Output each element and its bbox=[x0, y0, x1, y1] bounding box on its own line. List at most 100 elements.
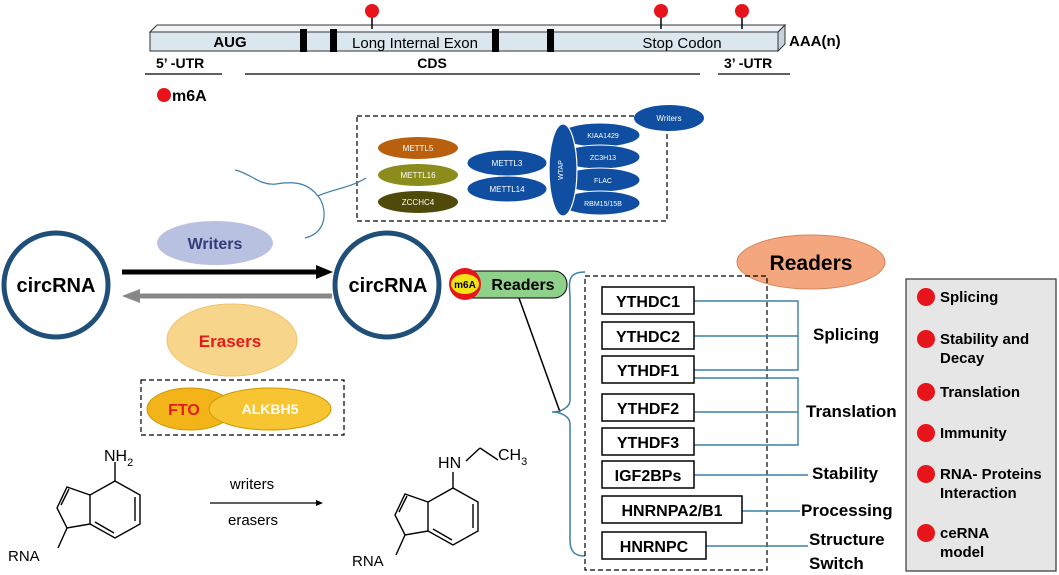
exon-boundary bbox=[547, 29, 554, 52]
mettl5-oval bbox=[378, 137, 458, 159]
writing-arrow-head bbox=[316, 265, 333, 279]
mettl5-label: METTL5 bbox=[403, 144, 434, 153]
utr5-label: 5’ -UTR bbox=[156, 55, 204, 71]
function-label: RNA- Proteins bbox=[940, 466, 1042, 483]
reader-label: YTHDF2 bbox=[617, 401, 679, 418]
readers-pointer bbox=[518, 297, 561, 413]
function-label: Splicing bbox=[940, 289, 998, 306]
reader-box bbox=[601, 460, 695, 489]
reader-box bbox=[601, 355, 695, 384]
erasers-oval bbox=[166, 303, 298, 377]
rna-right-label: RNA bbox=[352, 553, 384, 570]
m6a-site-dot bbox=[654, 4, 668, 18]
functions-panel-box bbox=[905, 278, 1057, 572]
stop-codon-label: Stop Codon bbox=[642, 35, 721, 52]
reader-label: IGF2BPs bbox=[615, 468, 682, 485]
wtap-oval bbox=[548, 123, 578, 217]
adenine-methylation-reaction: NH2 RNA writers erasers HN CH3 RNA bbox=[8, 447, 527, 570]
m6a-tag-core bbox=[451, 274, 479, 294]
readers-header-oval bbox=[736, 234, 886, 290]
erasing-arrow-head bbox=[122, 289, 140, 303]
reader-label: YTHDC2 bbox=[616, 329, 680, 346]
role-structure-line1: Structure bbox=[809, 530, 885, 549]
erasers-box bbox=[140, 379, 345, 436]
writer-complex: METTL5 METTL16 ZCCHC4 METTL3 METTL14 KIA… bbox=[234, 105, 704, 239]
mettl16-oval bbox=[378, 164, 458, 186]
reader-box bbox=[601, 495, 743, 524]
readers-list-box bbox=[584, 275, 768, 571]
reaction-arrow-head bbox=[316, 500, 323, 506]
function-bullet bbox=[917, 288, 935, 306]
reader-list: YTHDC1YTHDC2YTHDF1YTHDF2YTHDF3IGF2BPsHNR… bbox=[601, 286, 743, 560]
reader-label: YTHDC1 bbox=[616, 294, 680, 311]
writers-badge bbox=[634, 105, 704, 131]
reader-box bbox=[601, 531, 707, 560]
function-label: Stability and bbox=[940, 331, 1029, 348]
reader-box bbox=[601, 286, 695, 315]
reader-label: YTHDF3 bbox=[617, 435, 679, 452]
reader-connector-lines bbox=[694, 300, 808, 547]
polya-label: AAA(n) bbox=[789, 33, 841, 50]
circrna-left-label: circRNA bbox=[17, 275, 96, 297]
long-internal-exon-label: Long Internal Exon bbox=[352, 35, 478, 52]
function-bullet bbox=[917, 330, 935, 348]
reaction-writers-label: writers bbox=[229, 476, 274, 493]
reader-box bbox=[601, 427, 695, 456]
role-structure-line2: Switch bbox=[809, 554, 864, 573]
exon-boundary bbox=[492, 29, 499, 52]
gene-bar-top-face bbox=[148, 24, 787, 33]
role-processing: Processing bbox=[801, 501, 893, 520]
fto-label: FTO bbox=[168, 402, 200, 419]
role-translation: Translation bbox=[806, 402, 897, 421]
function-label: Decay bbox=[940, 350, 985, 367]
readers-panel: Readers YTHDC1YTHDC2YTHDF1YTHDF2YTHDF3IG… bbox=[584, 234, 897, 573]
readers-pill-label: Readers bbox=[491, 277, 554, 294]
mettl3-label: METTL3 bbox=[492, 159, 523, 168]
reader-label: HNRNPC bbox=[620, 539, 689, 556]
kiaa1429-label: KIAA1429 bbox=[587, 133, 619, 140]
nh2-label: NH2 bbox=[104, 448, 133, 469]
circrna-right-ring bbox=[332, 230, 442, 340]
m6a-tag-label: m6A bbox=[454, 280, 476, 291]
mettl14-oval bbox=[466, 175, 548, 203]
nh-label: HN bbox=[438, 455, 461, 472]
writer-brace bbox=[234, 169, 367, 239]
zc3h13-label: ZC3H13 bbox=[590, 155, 616, 162]
role-splicing: Splicing bbox=[813, 325, 879, 344]
utr3-label: 3’ -UTR bbox=[724, 55, 772, 71]
rbm15-label: RBM15/15B bbox=[584, 201, 622, 208]
rna-left-label: RNA bbox=[8, 548, 40, 565]
circrna-pathway: circRNA circRNA Writers Erasers FTO ALKB… bbox=[1, 221, 586, 557]
writers-oval bbox=[157, 221, 273, 265]
function-label: Immunity bbox=[940, 425, 1007, 442]
function-bullet bbox=[917, 383, 935, 401]
circrna-left-ring bbox=[1, 230, 111, 340]
m6a-legend-dot bbox=[157, 88, 171, 102]
ch3-label: CH3 bbox=[498, 447, 527, 468]
aug-label: AUG bbox=[213, 34, 246, 51]
reader-box bbox=[601, 321, 695, 350]
cds-label: CDS bbox=[417, 55, 447, 71]
m6a-site-dot bbox=[735, 4, 749, 18]
alkbh5-label: ALKBH5 bbox=[242, 401, 299, 417]
function-bullet bbox=[917, 465, 935, 483]
function-label: Translation bbox=[940, 384, 1020, 401]
gene-structure: AUG Long Internal Exon Stop Codon AAA(n)… bbox=[145, 4, 841, 105]
function-label: model bbox=[940, 544, 984, 561]
function-bullet bbox=[917, 424, 935, 442]
function-label: Interaction bbox=[940, 485, 1017, 502]
circrna-right-label: circRNA bbox=[349, 275, 428, 297]
reader-label: HNRNPA2/B1 bbox=[621, 503, 722, 520]
reader-label: YTHDF1 bbox=[617, 363, 679, 380]
reader-box bbox=[601, 393, 695, 422]
m6a-adenosine-structure bbox=[394, 447, 499, 556]
writers-badge-label: Writers bbox=[656, 114, 681, 123]
mettl14-label: METTL14 bbox=[489, 185, 525, 194]
role-stability: Stability bbox=[812, 464, 879, 483]
erasers-label: Erasers bbox=[199, 332, 261, 351]
exon-boundary bbox=[330, 29, 337, 52]
zcchc4-oval bbox=[378, 191, 458, 213]
